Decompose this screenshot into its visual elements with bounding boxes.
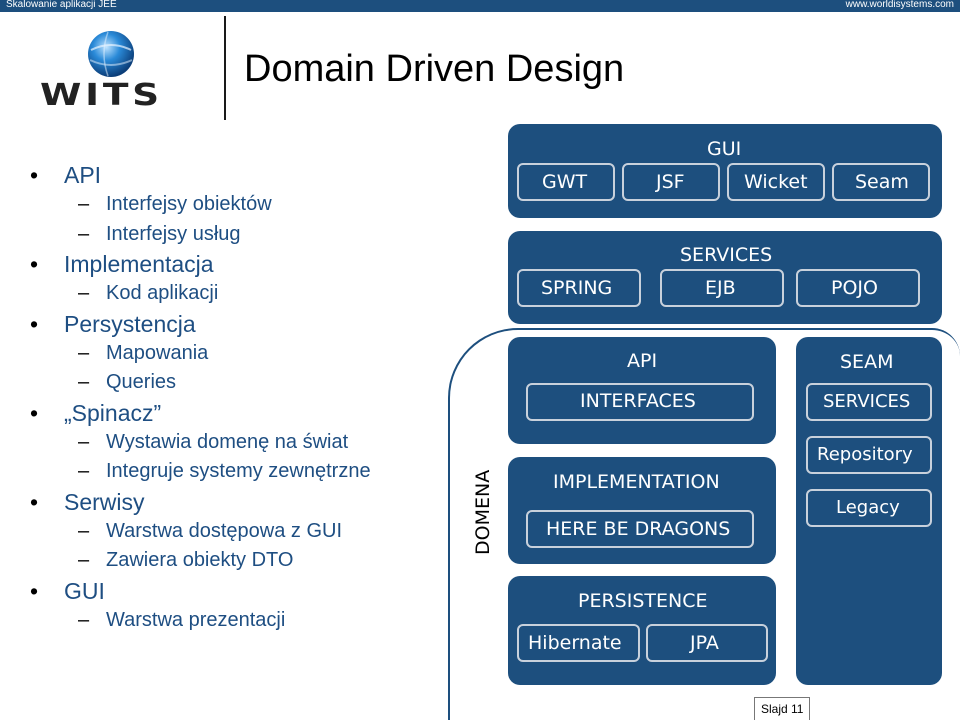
globe-logo-icon xyxy=(88,31,134,77)
logo-wordmark: WITS xyxy=(40,78,163,113)
title-divider xyxy=(224,16,226,120)
gui-item-wicket xyxy=(727,163,825,201)
bullet-list: API Interfejsy obiektów Interfejsy usług… xyxy=(30,160,450,635)
seam-legacy-pill xyxy=(806,489,932,527)
sub-bullet: Warstwa dostępowa z GUI xyxy=(30,517,450,547)
seam-legacy-label: Legacy xyxy=(836,497,900,518)
persistence-item-hibernate xyxy=(517,624,640,662)
gui-item-gwt xyxy=(517,163,615,201)
implementation-title: IMPLEMENTATION xyxy=(553,471,720,493)
slide-number: Slajd 11 xyxy=(761,702,804,716)
bullet-serwisy: Serwisy xyxy=(30,487,450,517)
seam-title: SEAM xyxy=(840,351,894,373)
seam-repository-pill xyxy=(806,436,932,474)
services-title: SERVICES xyxy=(680,244,773,266)
bullet-persystencja: Persystencja xyxy=(30,309,450,339)
gui-item-jsf-label: JSF xyxy=(656,171,685,193)
api-interfaces-pill xyxy=(526,383,754,421)
gui-item-jsf xyxy=(622,163,720,201)
implementation-pill xyxy=(526,510,754,548)
services-item-pojo-label: POJO xyxy=(831,277,878,299)
domena-label: DOMENA xyxy=(472,469,494,555)
header-left-text: Skalowanie aplikacji JEE xyxy=(6,0,117,10)
services-item-ejb-label: EJB xyxy=(705,277,736,299)
sub-bullet: Interfejsy usług xyxy=(30,220,450,250)
api-interfaces-label: INTERFACES xyxy=(580,390,696,412)
persistence-item-jpa xyxy=(646,624,768,662)
bullet-spinacz: „Spinacz” xyxy=(30,398,450,428)
sub-bullet: Mapowania xyxy=(30,339,450,369)
gui-title: GUI xyxy=(707,138,742,160)
gui-item-gwt-label: GWT xyxy=(542,171,588,193)
gui-item-wicket-label: Wicket xyxy=(744,171,808,193)
api-title: API xyxy=(627,350,658,372)
persistence-item-hibernate-label: Hibernate xyxy=(528,632,622,654)
bullet-api: API xyxy=(30,160,450,190)
persistence-title: PERSISTENCE xyxy=(578,590,708,612)
sub-bullet: Kod aplikacji xyxy=(30,279,450,309)
header-bar: Skalowanie aplikacji JEE www.worldisyste… xyxy=(0,0,960,12)
seam-services-pill xyxy=(806,383,932,421)
sub-bullet: Wystawia domenę na świat xyxy=(30,428,450,458)
sub-bullet: Zawiera obiekty DTO xyxy=(30,546,450,576)
implementation-pill-label: HERE BE DRAGONS xyxy=(546,518,731,540)
sub-bullet: Integruje systemy zewnętrzne xyxy=(30,457,450,487)
services-item-spring xyxy=(517,269,641,307)
sub-bullet: Warstwa prezentacji xyxy=(30,606,450,636)
bullet-gui: GUI xyxy=(30,576,450,606)
services-item-ejb xyxy=(660,269,784,307)
services-item-spring-label: SPRING xyxy=(541,277,613,299)
gui-item-seam-label: Seam xyxy=(855,171,909,193)
persistence-item-jpa-label: JPA xyxy=(690,632,719,654)
slide-title: Domain Driven Design xyxy=(244,48,625,90)
bullet-implementacja: Implementacja xyxy=(30,249,450,279)
slide-number-box: Slajd 11 xyxy=(754,697,810,720)
domena-boundary xyxy=(448,328,960,720)
sub-bullet: Interfejsy obiektów xyxy=(30,190,450,220)
services-item-pojo xyxy=(796,269,920,307)
seam-services-label: SERVICES xyxy=(823,391,911,412)
seam-repository-label: Repository xyxy=(817,444,913,465)
sub-bullet: Queries xyxy=(30,368,450,398)
header-right-text: www.worldisystems.com xyxy=(845,0,954,10)
gui-item-seam xyxy=(832,163,930,201)
